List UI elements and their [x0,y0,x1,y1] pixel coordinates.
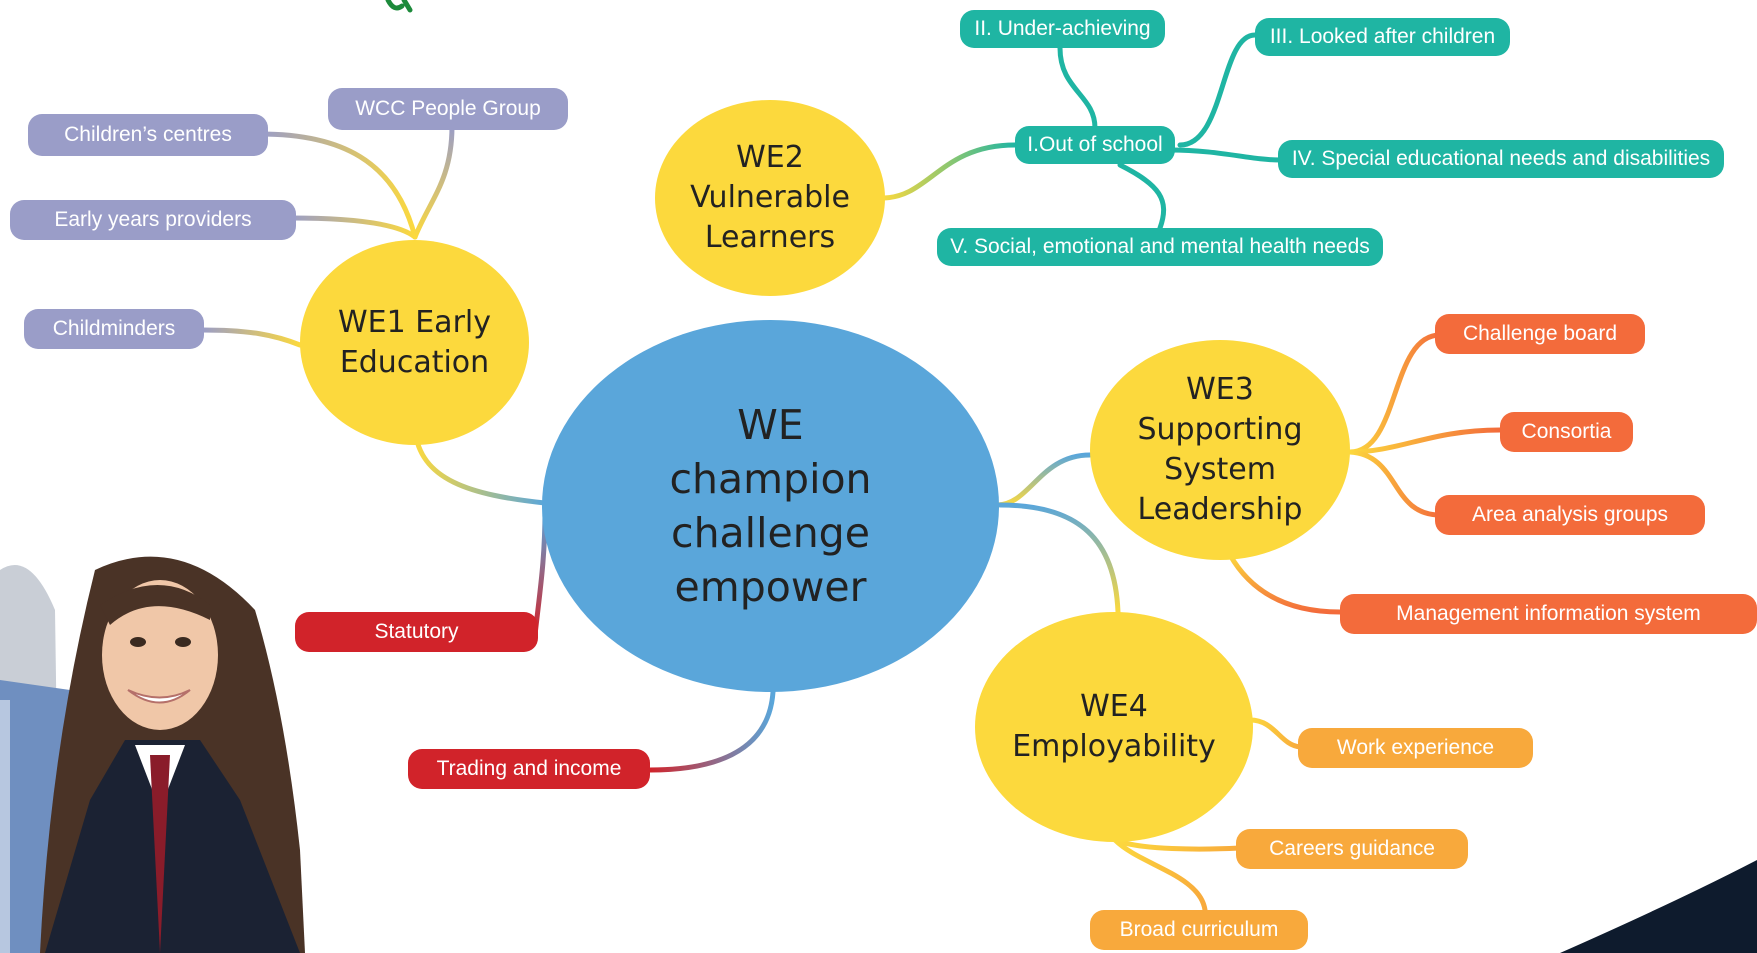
leaf-area-analysis-groups: Area analysis groups [1435,495,1705,535]
hub-we2: WE2 Vulnerable Learners [655,100,885,296]
leaf-under-achieving: II. Under-achieving [960,10,1165,48]
center-label: WE champion challenge empower [669,401,872,611]
leaf-send: IV. Special educational needs and disabi… [1278,140,1724,178]
leaf-early-years-providers: Early years providers [10,200,296,240]
student-photo-icon [0,556,305,953]
leaf-broad-curriculum: Broad curriculum [1090,910,1308,950]
leaf-careers-guidance: Careers guidance [1236,829,1468,869]
corner-decoration [1560,860,1757,953]
hub-we2-label: WE2 Vulnerable Learners [690,140,850,255]
leaf-statutory: Statutory [295,612,538,652]
hub-we1: WE1 Early Education [300,240,529,445]
hub-we4-label: WE4 Employability [1012,689,1216,764]
leaf-out-of-school: I.Out of school [1015,126,1175,164]
heading-fragment [385,0,413,13]
leaf-trading-and-income: Trading and income [408,749,650,789]
leaf-consortia: Consortia [1500,412,1633,452]
leaf-childminders: Childminders [24,309,204,349]
leaf-challenge-board: Challenge board [1435,314,1645,354]
hub-we1-label: WE1 Early Education [337,304,491,380]
leaf-work-experience: Work experience [1298,728,1533,768]
hub-we3-label: WE3 Supporting System Leadership [1137,372,1303,527]
center-node: WE champion challenge empower [542,320,999,692]
hub-we3: WE3 Supporting System Leadership [1090,340,1350,560]
leaf-childrens-centres: Children’s centres [28,114,268,156]
leaf-semh: V. Social, emotional and mental health n… [937,228,1383,266]
leaf-looked-after-children: III. Looked after children [1255,18,1510,56]
hub-we4: WE4 Employability [975,612,1253,842]
leaf-management-information-system: Management information system [1340,594,1757,634]
leaf-wcc-people-group: WCC People Group [328,88,568,130]
